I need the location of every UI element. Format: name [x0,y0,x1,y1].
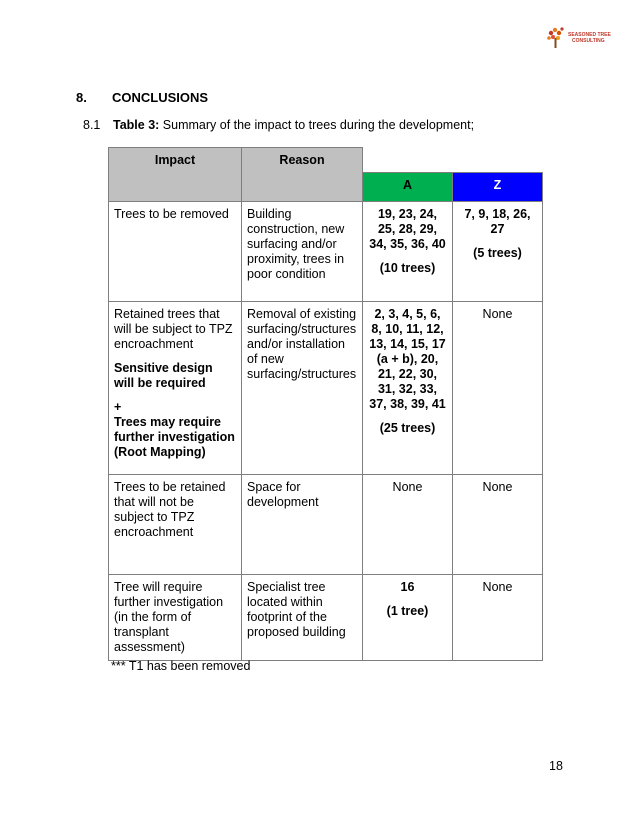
table-header-row-colors: A Z [109,171,543,202]
header-category-z: Z [452,171,543,202]
table-caption: 8.1 Table 3: Summary of the impact to tre… [83,118,474,132]
logo-text-line2: CONSULTING [572,38,605,44]
row3-impact: Trees to be retained that will not be su… [108,473,242,575]
row1-z-tree-list: 7, 9, 18, 26, 27 [464,206,531,236]
row2-category-z: None [452,300,543,475]
row2-a-tree-count: (25 trees) [379,420,436,435]
row2-impact-text: Retained trees that will be subject to T… [114,306,233,351]
impact-summary-table: Impact Reason A Z Trees to be removed Bu… [108,147,543,661]
row2-a-tree-list: 2, 3, 4, 5, 6, 8, 10, 11, 12, 13, 14, 15… [369,306,446,411]
row4-impact: Tree will require further investigation … [108,573,242,661]
table-header-row: Impact Reason [108,147,543,202]
row1-z-tree-count: (5 trees) [473,245,522,260]
row1-category-z: 7, 9, 18, 26, 27 (5 trees) [452,200,543,302]
row2-plus-sign: + [114,399,122,414]
page-number: 18 [549,759,563,773]
logo-text-line1: SEASONED TREE [568,32,611,38]
header-reason: Reason [241,147,363,202]
company-logo: SEASONED TREE CONSULTING [546,24,616,54]
row2-sensitive-design-note: Sensitive design will be required [114,360,213,390]
table-row: Tree will require further investigation … [108,573,543,661]
table-caption-label: Table 3: [113,118,160,132]
footnote: *** T1 has been removed [111,659,251,673]
header-spacer [362,147,543,173]
row4-a-tree-list: 16 [400,579,415,594]
subsection-number: 8.1 [83,118,101,132]
row1-category-a: 19, 23, 24, 25, 28, 29, 34, 35, 36, 40 (… [362,200,453,302]
row3-category-a: None [362,473,453,575]
row4-reason: Specialist tree located within footprint… [241,573,363,661]
row2-impact: Retained trees that will be subject to T… [108,300,242,475]
header-category-a: A [362,171,453,202]
table-row: Retained trees that will be subject to T… [108,300,543,475]
section-title: CONCLUSIONS [112,90,209,105]
row1-a-tree-list: 19, 23, 24, 25, 28, 29, 34, 35, 36, 40 [369,206,446,251]
row2-category-a: 2, 3, 4, 5, 6, 8, 10, 11, 12, 13, 14, 15… [362,300,453,475]
table-row: Trees to be removed Building constructio… [108,200,543,302]
header-impact: Impact [108,147,242,202]
table-caption-text: Summary of the impact to trees during th… [159,118,475,132]
row3-category-z: None [452,473,543,575]
row3-reason: Space for development [241,473,363,575]
table-row: Trees to be retained that will not be su… [108,473,543,575]
section-number: 8. [76,90,87,105]
row1-reason: Building construction, new surfacing and… [241,200,363,302]
row2-root-mapping-note: Trees may require further investigation … [114,414,235,459]
section-heading: 8. CONCLUSIONS [76,90,208,105]
row2-reason: Removal of existing surfacing/structures… [241,300,363,475]
tree-logo-icon [547,27,564,48]
row1-a-tree-count: (10 trees) [379,260,436,275]
row1-impact: Trees to be removed [108,200,242,302]
row4-category-a: 16 (1 tree) [362,573,453,661]
row4-a-tree-count: (1 tree) [386,603,429,618]
row4-category-z: None [452,573,543,661]
